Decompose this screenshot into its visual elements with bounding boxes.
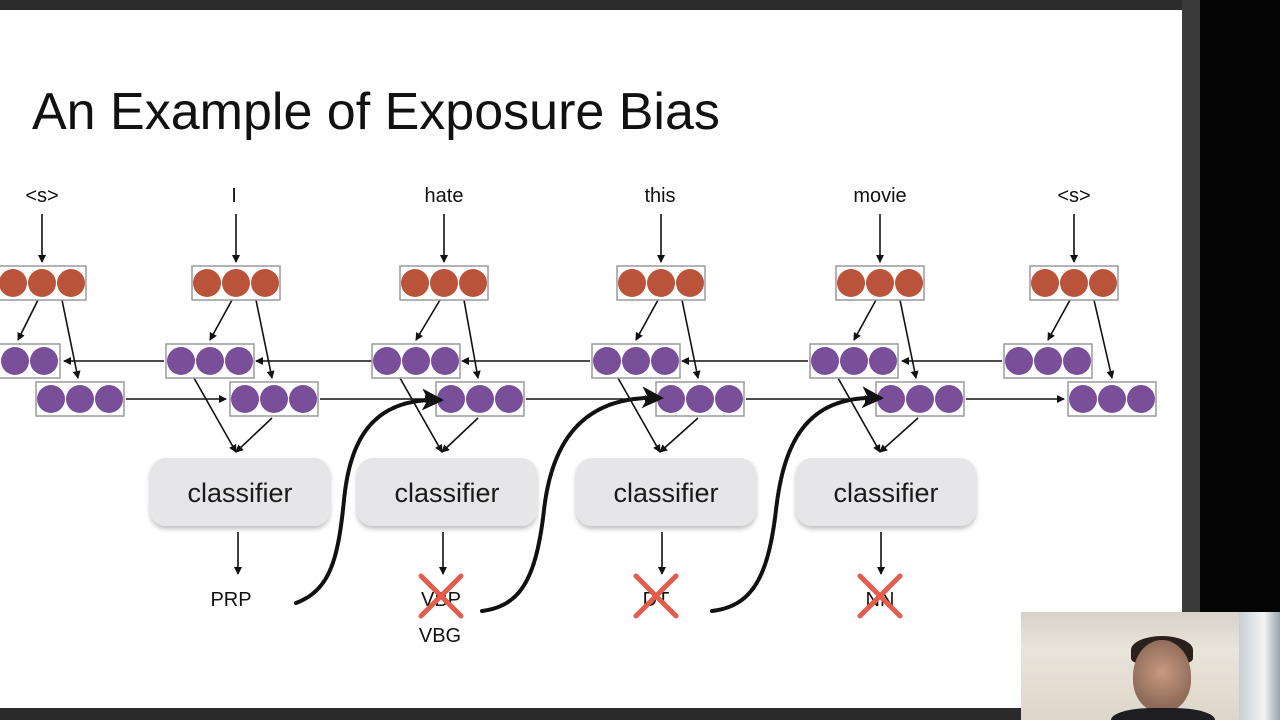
hidden-block	[1067, 381, 1157, 417]
correct-tag-label: VBG	[419, 625, 461, 647]
classifier-label: classifier	[187, 478, 292, 508]
feedback-arrow	[480, 386, 664, 613]
word-label: hate	[425, 185, 464, 207]
word-label: I	[231, 185, 237, 207]
arrow	[235, 417, 273, 453]
feedback-arrow	[294, 388, 444, 605]
hidden-block	[809, 343, 899, 379]
embedding-block	[1029, 265, 1119, 301]
hidden-block	[591, 343, 681, 379]
arrow	[617, 377, 661, 453]
classifier-label: classifier	[394, 478, 499, 508]
hidden-block	[229, 381, 319, 417]
embedding-block	[835, 265, 925, 301]
cross-icon	[418, 573, 464, 619]
feedback-arrow	[710, 386, 884, 613]
classifier-box: classifier	[576, 458, 756, 526]
hidden-block	[435, 381, 525, 417]
word-label: <s>	[25, 185, 58, 207]
webcam-window	[1239, 612, 1280, 720]
presenter-face	[1133, 640, 1191, 712]
arrow	[463, 299, 481, 379]
classifier-label: classifier	[613, 478, 718, 508]
word-label: <s>	[1057, 185, 1090, 207]
arrow	[659, 417, 699, 453]
embedding-block	[399, 265, 489, 301]
hidden-block	[35, 381, 125, 417]
embedding-block	[191, 265, 281, 301]
forward-hidden-blocks	[35, 381, 1157, 417]
embedding-to-hidden-arrows	[17, 299, 1115, 379]
classifier-boxes: classifier classifier classifier classif…	[150, 458, 976, 526]
hidden-block	[0, 343, 61, 379]
hidden-block	[875, 381, 965, 417]
arrow	[193, 377, 237, 453]
arrow	[209, 299, 233, 341]
classifier-box: classifier	[796, 458, 976, 526]
classifier-box: classifier	[150, 458, 330, 526]
arrow	[17, 299, 39, 341]
presenter-body	[1111, 708, 1215, 720]
hidden-to-classifier-arrows	[193, 377, 919, 453]
classifier-label: classifier	[833, 478, 938, 508]
arrow	[61, 299, 81, 379]
arrow	[879, 417, 919, 453]
backward-hidden-blocks	[0, 343, 1093, 379]
arrow	[853, 299, 877, 341]
arrow	[255, 299, 275, 379]
hidden-block	[371, 343, 461, 379]
cross-icons	[418, 573, 903, 619]
hidden-block	[1003, 343, 1093, 379]
feedback-arrows	[294, 386, 884, 613]
word-to-embedding-arrows	[38, 214, 1078, 263]
bottom-frame-edge	[0, 708, 1182, 720]
embedding-block	[616, 265, 706, 301]
arrow	[1047, 299, 1071, 341]
classifier-to-tag-arrows	[234, 532, 885, 575]
cross-icon	[633, 573, 679, 619]
arrow	[681, 299, 701, 379]
word-label: this	[644, 185, 675, 207]
cross-icon	[857, 573, 903, 619]
predicted-tag: PRP	[210, 589, 251, 611]
arrow	[635, 299, 659, 341]
hidden-block	[165, 343, 255, 379]
arrow	[1093, 299, 1115, 379]
arrow	[415, 299, 441, 341]
slide-title: An Example of Exposure Bias	[32, 83, 720, 141]
presenter-webcam	[1021, 612, 1280, 720]
right-frame-edge	[1182, 0, 1200, 720]
embedding-block	[0, 265, 87, 301]
classifier-box: classifier	[357, 458, 537, 526]
arrow	[899, 299, 919, 379]
arrow	[441, 417, 479, 453]
word-label: movie	[853, 185, 906, 207]
hidden-block	[655, 381, 745, 417]
embedding-blocks	[0, 265, 1119, 301]
arrow	[837, 377, 881, 453]
arrow	[399, 377, 443, 453]
